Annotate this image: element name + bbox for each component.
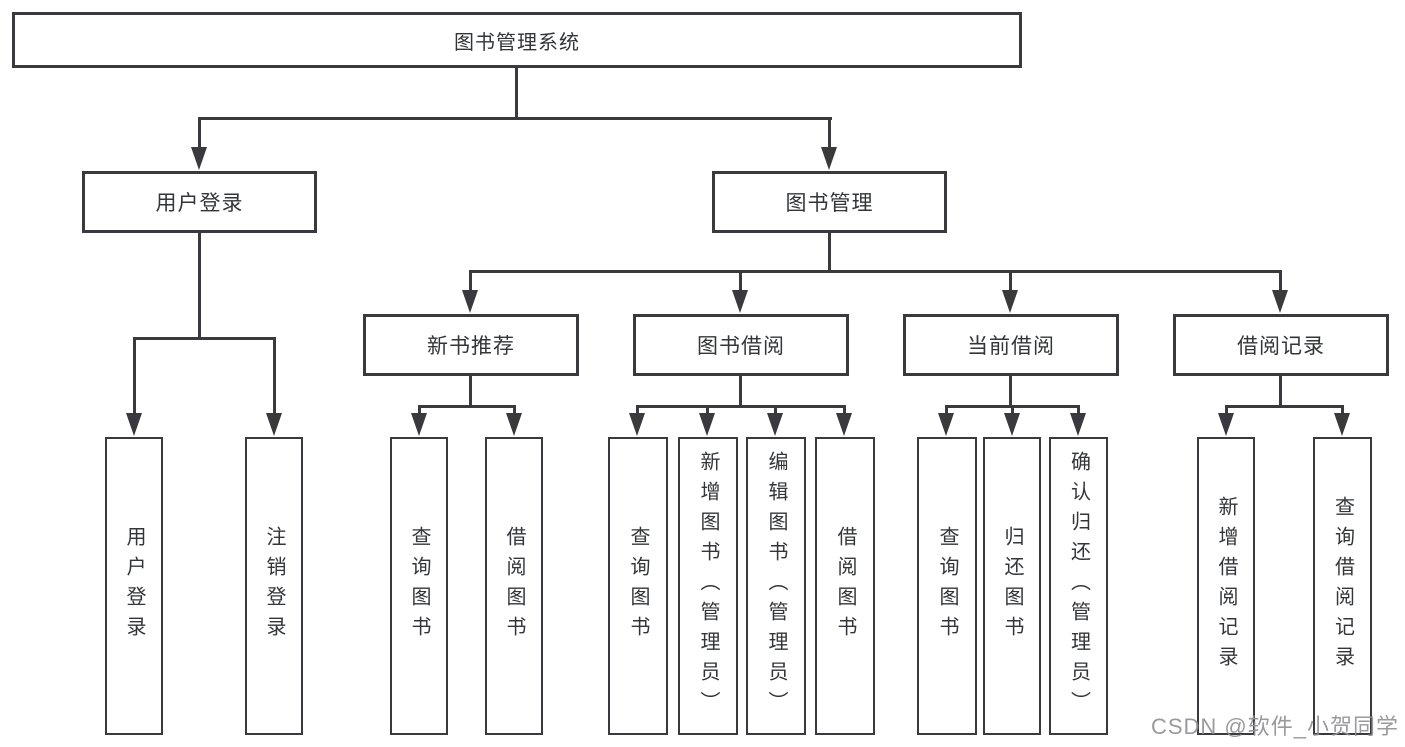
arrow-down-icon [821,147,837,170]
connector-arrow-shaft [842,406,846,415]
connector-arrow-shaft [1224,406,1228,415]
connector-arrow-shaft [468,271,472,292]
branch-node-book-management: 图书管理 [712,171,947,233]
branch-node-label: 当前借阅 [967,335,1055,358]
branch-node-new-book-recommend: 新书推荐 [363,314,579,376]
branch-node-label: 图书管理 [785,192,874,215]
arrow-down-icon [732,290,748,313]
leaf-node-add-book-admin: 新增图书（管理员） [678,437,738,735]
arrow-down-icon [266,413,282,436]
connector-arrow-shaft [738,271,742,292]
root-node-library-management-system: 图书管理系统 [12,12,1022,68]
leaf-node-label: 新增借阅记录 [1215,496,1237,676]
leaf-node-edit-book-admin: 编辑图书（管理员） [746,437,806,735]
connector-stem-line [738,376,742,408]
leaf-node-return-books: 归还图书 [983,437,1041,735]
connector-arrow-shaft [705,406,709,415]
leaf-node-logout: 注销登录 [245,437,303,735]
connector-arrow-shaft [1076,406,1080,415]
arrow-down-icon [126,413,142,436]
leaf-node-confirm-return-admin: 确认归还（管理员） [1049,437,1108,735]
arrow-down-icon [767,413,783,436]
branch-node-current-borrowing: 当前借阅 [903,314,1119,376]
leaf-node-query-books-recommend: 查询图书 [390,437,448,735]
branch-node-label: 图书借阅 [697,335,785,358]
leaf-node-user-login: 用户登录 [105,437,163,735]
arrow-down-icon [462,290,478,313]
connector-arrow-shaft [635,406,639,415]
connector-arrow-shaft [773,406,777,415]
connector-stem-line [1008,376,1012,408]
connector-arrow-shaft [1340,406,1344,415]
branch-node-label: 借阅记录 [1237,335,1325,358]
arrow-down-icon [191,147,207,170]
connector-fork-line [635,404,846,408]
arrow-down-icon [629,413,645,436]
arrow-down-icon [938,413,954,436]
arrow-down-icon [1002,290,1018,313]
leaf-node-label: 借阅图书 [834,526,856,646]
arrow-down-icon [1070,413,1086,436]
connector-fork-line [132,336,276,340]
leaf-node-borrow-books-borrowing: 借阅图书 [815,437,875,735]
arrow-down-icon [506,413,522,436]
connector-arrow-shaft [827,118,831,149]
leaf-node-label: 借阅图书 [503,526,525,646]
leaf-node-label: 新增图书（管理员） [697,451,719,721]
leaf-node-label: 确认归还（管理员） [1067,451,1090,721]
connector-arrow-shaft [944,406,948,415]
watermark-text: CSDN @软件_小贺同学 [1150,714,1399,739]
connector-arrow-shaft [132,338,136,415]
connector-stem-line [827,233,831,273]
branch-node-borrow-records: 借阅记录 [1173,314,1389,376]
branch-node-user-login: 用户登录 [82,171,317,233]
leaf-node-label: 查询图书 [408,526,430,646]
connector-arrow-shaft [197,118,201,149]
connector-fork-line [468,269,1282,273]
branch-node-book-borrowing: 图书借阅 [633,314,849,376]
branch-node-label: 新书推荐 [427,335,515,358]
connector-stem-line [514,68,518,120]
arrow-down-icon [699,413,715,436]
connector-fork-line [417,404,516,408]
arrow-down-icon [1334,413,1350,436]
arrow-down-icon [1272,290,1288,313]
leaf-node-borrow-books-recommend: 借阅图书 [485,437,543,735]
arrow-down-icon [1004,413,1020,436]
leaf-node-label: 注销登录 [263,526,285,646]
connector-arrow-shaft [417,406,421,415]
leaf-node-add-borrow-record: 新增借阅记录 [1197,437,1255,735]
leaf-node-label: 归还图书 [1001,526,1023,646]
leaf-node-query-books-current: 查询图书 [917,437,977,735]
connector-stem-line [197,233,201,340]
leaf-node-label: 编辑图书（管理员） [765,451,787,721]
connector-fork-line [1224,404,1344,408]
leaf-node-label: 查询图书 [627,526,649,646]
arrow-down-icon [1218,413,1234,436]
leaf-node-query-books-borrowing: 查询图书 [608,437,668,735]
leaf-node-label: 用户登录 [123,526,145,646]
leaf-node-query-borrow-record: 查询借阅记录 [1313,437,1372,735]
branch-node-label: 用户登录 [155,192,244,215]
connector-arrow-shaft [272,338,276,415]
connector-arrow-shaft [1008,271,1012,292]
connector-stem-line [1278,376,1282,408]
leaf-node-label: 查询借阅记录 [1331,496,1354,676]
connector-arrow-shaft [512,406,516,415]
connector-stem-line [468,376,472,408]
connector-fork-line [197,116,832,120]
arrow-down-icon [411,413,427,436]
connector-arrow-shaft [1010,406,1014,415]
root-node-label: 图书管理系统 [454,31,580,54]
leaf-node-label: 查询图书 [936,526,958,646]
arrow-down-icon [836,413,852,436]
connector-arrow-shaft [1278,271,1282,292]
